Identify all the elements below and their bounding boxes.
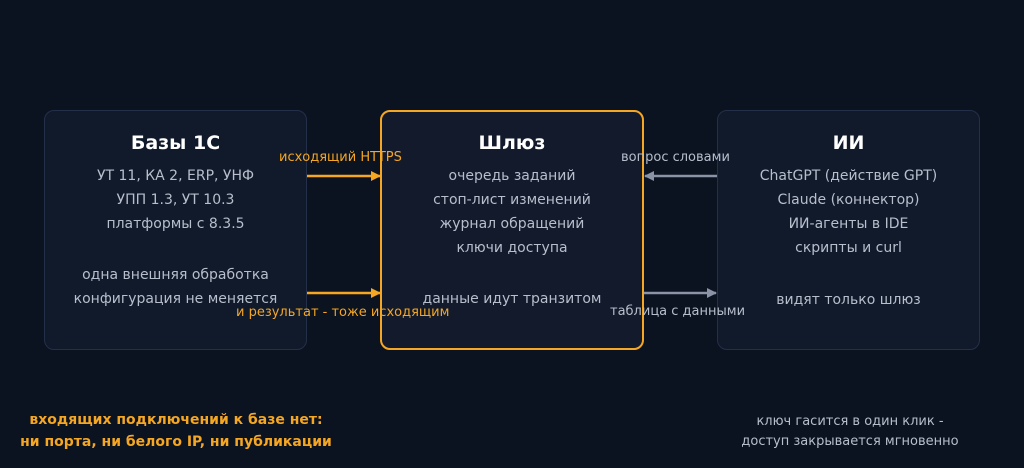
- gateway-line: стоп-лист изменений: [433, 192, 591, 208]
- arrow-label-result-outgoing: и результат - тоже исходящим: [236, 305, 450, 320]
- gateway-footer-line: данные идут транзитом: [422, 291, 602, 307]
- bases-footer-line: конфигурация не меняется: [73, 291, 278, 307]
- bases-1c-box: Базы 1С УТ 11, КА 2, ERP, УНФ УПП 1.3, У…: [44, 110, 307, 350]
- note-no-incoming: входящих подключений к базе нет: ни порт…: [0, 409, 352, 453]
- note-key-revoke: ключ гасится в один клик - доступ закрыв…: [700, 412, 1000, 452]
- bases-line: УТ 11, КА 2, ERP, УНФ: [96, 168, 255, 184]
- note-left-line: ни порта, ни белого IP, ни публикации: [20, 434, 332, 450]
- arrow-label-table-data: таблица с данными: [610, 304, 746, 319]
- note-right-line: ключ гасится в один клик -: [756, 414, 944, 429]
- gateway-line: ключи доступа: [456, 240, 568, 256]
- note-right-line: доступ закрывается мгновенно: [741, 434, 959, 449]
- gateway-line: очередь заданий: [448, 168, 576, 184]
- ai-line: Claude (коннектор): [777, 192, 920, 208]
- bases-footer-line: одна внешняя обработка: [82, 267, 269, 283]
- ai-line: ChatGPT (действие GPT): [759, 168, 938, 184]
- note-left-line: входящих подключений к базе нет:: [29, 412, 323, 428]
- ai-footer-line: видят только шлюз: [776, 292, 921, 308]
- ai-box: ИИ ChatGPT (действие GPT) Claude (коннек…: [717, 110, 980, 350]
- gateway-line: журнал обращений: [439, 216, 585, 232]
- bases-title: Базы 1С: [130, 132, 221, 154]
- ai-title: ИИ: [832, 132, 865, 154]
- gateway-title: Шлюз: [478, 132, 546, 154]
- arrow-label-question-words: вопрос словами: [621, 150, 730, 165]
- ai-line: скрипты и curl: [795, 240, 902, 256]
- arrow-label-outgoing-https: исходящий HTTPS: [279, 150, 402, 165]
- bases-line: УПП 1.3, УТ 10.3: [116, 192, 235, 208]
- ai-line: ИИ-агенты в IDE: [788, 216, 909, 232]
- bases-line: платформы с 8.3.5: [106, 216, 245, 232]
- gateway-box: Шлюз очередь заданий стоп-лист изменений…: [380, 110, 644, 350]
